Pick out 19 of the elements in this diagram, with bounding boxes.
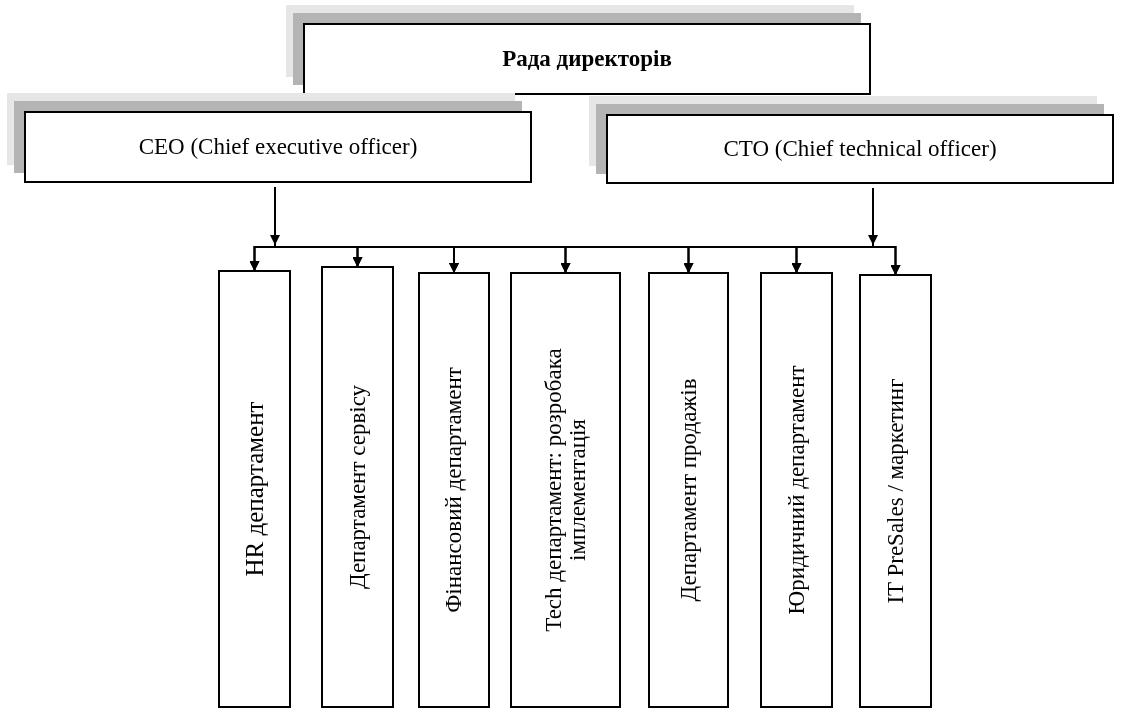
connector-arrow	[270, 186, 280, 245]
department-box	[321, 266, 394, 708]
department-box	[648, 272, 729, 708]
department-box	[760, 272, 833, 708]
department-label: Юридичний департамент	[784, 364, 809, 617]
role-label: CEO (Chief executive officer)	[138, 134, 418, 160]
department-label: Департамент сервісу	[345, 383, 370, 592]
department-box	[510, 272, 621, 708]
department-label: IT PreSales / маркетинг	[883, 377, 908, 606]
department-label: HR департамент	[241, 400, 268, 579]
department-box	[859, 274, 932, 708]
department-label: Фінансовий департамент	[441, 366, 467, 615]
department-label: Департамент продажів	[676, 377, 701, 604]
department-box	[418, 272, 490, 708]
role-label: CTO (Chief technical officer)	[723, 136, 997, 162]
department-label: Tech департамент: розробака імплементація	[541, 347, 590, 634]
role-label: Рада директорів	[502, 46, 672, 72]
department-box	[218, 270, 291, 708]
connector-arrow	[868, 187, 878, 245]
